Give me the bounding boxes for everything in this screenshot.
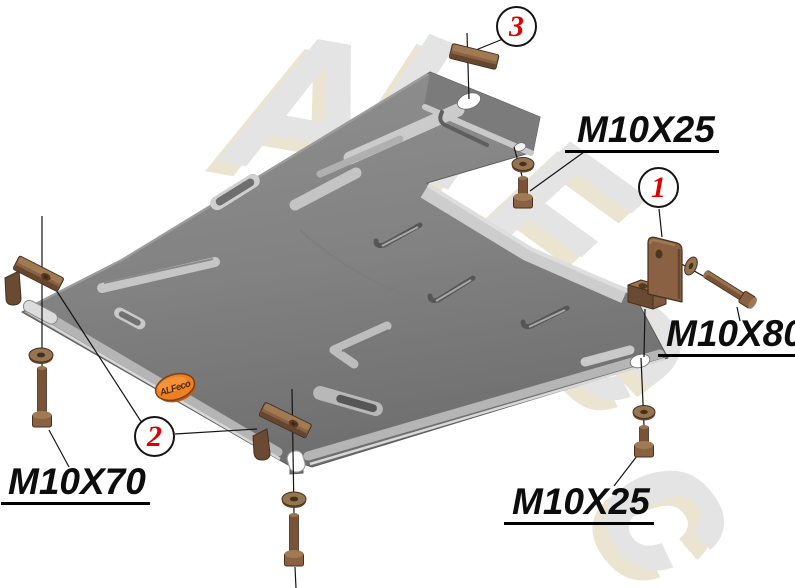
label-bolt-bottom: M10X25: [504, 483, 654, 525]
label-bolt-right: M10X80: [658, 315, 795, 357]
label-bolt-left: M10X70: [1, 463, 150, 505]
plate-slot-left-flange: [22, 299, 58, 325]
leader-line-item1: [658, 208, 663, 238]
label-bolt-top: M10X25: [565, 111, 719, 153]
bolt-bottom-m10x25: [634, 425, 654, 458]
callout-number-3: 3: [509, 9, 524, 43]
washer-top: [511, 157, 535, 173]
plate-holes: [22, 92, 651, 473]
callout-number-1: 1: [651, 170, 666, 204]
washer-right: [684, 256, 698, 276]
callout-item2: 2: [134, 416, 175, 457]
bracket-item1: [627, 236, 683, 310]
clamp-bar-item2-center: [252, 402, 312, 461]
callout-item3: 3: [496, 6, 537, 47]
bolt-top-m10x25: [513, 176, 533, 209]
bolt-right-m10x80: [703, 270, 757, 309]
plate-hole-top-tab: [457, 92, 481, 110]
washer-center: [281, 491, 307, 508]
axis-line-item3: [466, 32, 470, 100]
bolt-center: [284, 513, 304, 567]
callout-item1: 1: [638, 167, 679, 208]
washer-bottom-right: [632, 405, 656, 421]
plate-top-tab: [424, 72, 540, 152]
bolt-left-m10x70: [32, 366, 52, 428]
skid-plate: ALFeco: [20, 71, 669, 475]
axis-line-center-lower: [294, 566, 297, 588]
alfeco-logo: ALFeco: [154, 372, 197, 403]
plate-ribs: [97, 110, 635, 416]
axis-line-item1-foot: [643, 308, 646, 358]
clamp-bar-item2-left: [4, 255, 64, 306]
leader-line-item2-left: [46, 275, 143, 424]
callout-number-2: 2: [147, 419, 162, 453]
leader-line-item2-center: [174, 428, 258, 435]
hardware: [4, 43, 757, 567]
leader-line-bottom-bolt: [613, 455, 638, 487]
washer-left: [28, 347, 54, 364]
diagram-lines: [41, 32, 741, 588]
leader-line-top-bolt: [529, 151, 585, 192]
clamp-bar-item3: [448, 43, 500, 70]
leader-line-left-bolt: [48, 429, 70, 468]
leader-line-right-bolt: [736, 306, 741, 322]
